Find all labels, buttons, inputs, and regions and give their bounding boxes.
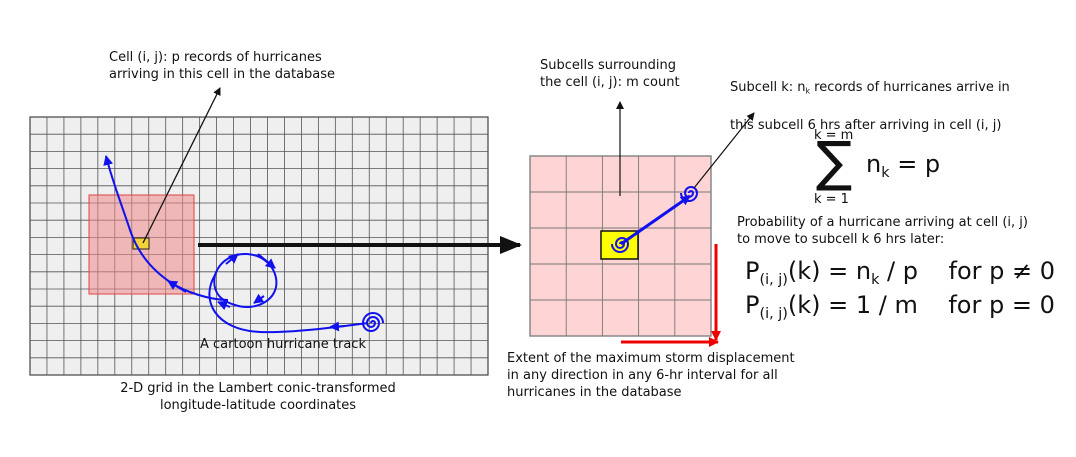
prob-P-1: P bbox=[745, 257, 760, 285]
hurricane-track bbox=[103, 155, 369, 334]
center-spiral-icon bbox=[611, 237, 630, 253]
prob-sub-1: (i, j) bbox=[759, 272, 788, 289]
prob-formula-line1: P(i, j)(k) = nk / p for p ≠ 0 bbox=[745, 257, 1055, 288]
target-spiral-icon bbox=[680, 186, 699, 202]
prob-line2-rest: (k) = 1 / m for p = 0 bbox=[787, 291, 1055, 319]
cell-annotation: Cell (i, j): p records of hurricanes arr… bbox=[109, 50, 336, 82]
sum-term: nk = p bbox=[866, 150, 940, 181]
prob-formula-line2: P(i, j)(k) = 1 / m for p = 0 bbox=[745, 291, 1055, 322]
sum-lower-limit: k = 1 bbox=[814, 192, 849, 207]
movement-arrow bbox=[620, 194, 691, 246]
subcells-annotation: Subcells surrounding the cell (i, j): m … bbox=[540, 58, 680, 90]
subcell-k-line2: this subcell 6 hrs after arriving in cel… bbox=[730, 117, 1002, 133]
subcell-k-annotation-arrow bbox=[693, 112, 755, 189]
prob-line1-sub: k bbox=[871, 272, 880, 289]
prob-P-2: P bbox=[745, 291, 760, 319]
sum-term-sub: k bbox=[881, 165, 890, 182]
prob-line1-tail: / p for p ≠ 0 bbox=[879, 257, 1055, 285]
probability-caption: Probability of a hurricane arriving at c… bbox=[737, 215, 1028, 247]
subcell-k-annotation: Subcell k: nk records of hurricanes arri… bbox=[730, 62, 1010, 134]
grid-caption: 2-D grid in the Lambert conic-transforme… bbox=[120, 381, 396, 413]
subcell-k-sub: k bbox=[805, 86, 811, 96]
cell-ij bbox=[132, 237, 150, 250]
sum-upper-limit: k = m bbox=[814, 128, 854, 143]
prob-sub-2: (i, j) bbox=[759, 306, 788, 323]
prob-line1-rest: (k) = n bbox=[787, 257, 872, 285]
sum-term-n: n bbox=[866, 150, 882, 178]
track-label: A cartoon hurricane track bbox=[200, 337, 366, 352]
cell-annotation-arrow bbox=[142, 87, 221, 244]
subcell-k-prefix: Subcell k: n bbox=[730, 80, 806, 95]
extent-caption: Extent of the maximum storm displacement… bbox=[507, 351, 795, 400]
sigma-symbol: ∑ bbox=[816, 130, 853, 193]
sum-term-rhs: = p bbox=[889, 150, 941, 178]
hurricane-spiral-icon bbox=[361, 312, 384, 332]
subcell-k-rest: records of hurricanes arrive in bbox=[810, 80, 1010, 95]
